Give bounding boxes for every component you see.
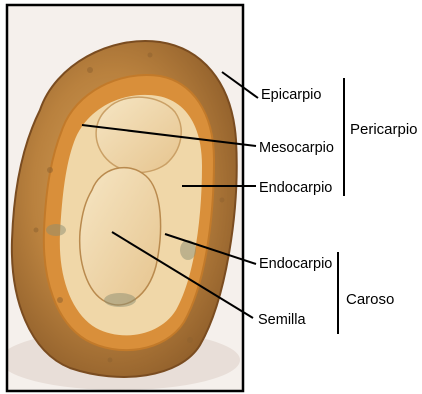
group-label-pericarpio: Pericarpio xyxy=(350,121,418,138)
label-semilla: Semilla xyxy=(258,312,306,328)
label-endocarpio-1: Endocarpio xyxy=(259,180,332,196)
label-endocarpio-2: Endocarpio xyxy=(259,256,332,272)
label-mesocarpio: Mesocarpio xyxy=(259,140,334,156)
fruit-photo xyxy=(0,5,243,391)
label-epicarpio: Epicarpio xyxy=(261,87,321,103)
group-label-caroso: Caroso xyxy=(346,291,394,308)
